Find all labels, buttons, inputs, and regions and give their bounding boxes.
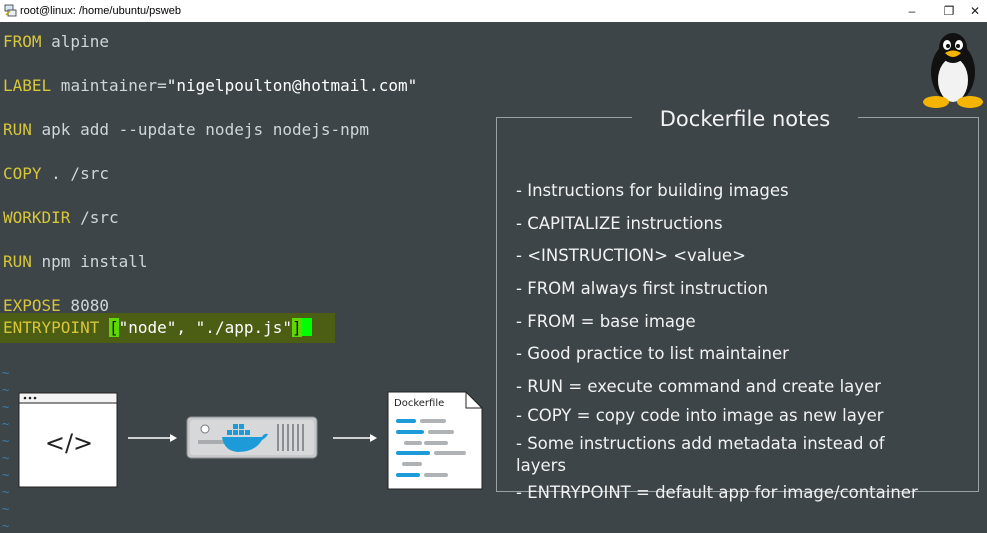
entrypoint-line: ENTRYPOINT ["node", "./app.js"] (3, 318, 312, 338)
dockerfile-line: FROM alpine (3, 32, 109, 52)
dockerfile-document-icon: Dockerfile (387, 391, 483, 490)
note-item: - Instructions for building images (516, 181, 789, 200)
instruction-args: 8080 (60, 296, 109, 315)
vim-tilde: ~ (2, 366, 10, 380)
code-symbol: </> (45, 429, 93, 457)
instruction-args: /src (70, 208, 119, 227)
putty-icon (4, 4, 17, 17)
entrypoint-value: "node", "./app.js" (118, 318, 292, 337)
instruction-keyword: RUN (3, 120, 32, 139)
dockerfile-line: EXPOSE 8080 (3, 296, 109, 316)
vim-tilde: ~ (2, 468, 10, 482)
entrypoint-keyword: ENTRYPOINT (3, 318, 100, 337)
window-title: root@linux: /home/ubuntu/psweb (20, 5, 181, 17)
tux-penguin-icon (923, 33, 983, 108)
instruction-keyword: EXPOSE (3, 296, 61, 315)
docker-whale-icon (222, 424, 268, 452)
docker-server-icon (186, 416, 318, 459)
arrow-right-icon (333, 434, 377, 442)
minimize-button[interactable]: – (908, 4, 916, 18)
instruction-args: apk add --update nodejs nodejs-npm (31, 120, 370, 139)
note-item: - <INSTRUCTION> <value> (516, 246, 746, 265)
instruction-args: npm install (31, 252, 148, 271)
dockerfile-line: COPY . /src (3, 164, 109, 184)
dockerfile-line: WORKDIR /src (3, 208, 119, 228)
close-button[interactable]: ✕ (969, 4, 981, 18)
entrypoint-highlight (0, 313, 335, 343)
note-item: layers (516, 456, 566, 475)
notes-title: Dockerfile notes (632, 104, 858, 134)
instruction-keyword: RUN (3, 252, 32, 271)
vim-tilde: ~ (2, 417, 10, 431)
entrypoint-close-bracket: ] (292, 318, 302, 337)
vim-tilde: ~ (2, 485, 10, 499)
dockerfile-line: LABEL maintainer="nigelpoulton@hotmail.c… (3, 76, 417, 96)
maximize-button[interactable]: ❐ (943, 4, 955, 18)
dockerfile-label: Dockerfile (394, 398, 444, 409)
instruction-args: alpine (41, 32, 109, 51)
vim-tilde: ~ (2, 383, 10, 397)
dockerfile-line: RUN npm install (3, 252, 148, 272)
instruction-keyword: FROM (3, 32, 42, 51)
code-window-icon: </> (18, 392, 118, 488)
note-item: - COPY = copy code into image as new lay… (516, 406, 884, 425)
arrow-right-icon (128, 434, 177, 442)
vim-tilde: ~ (2, 451, 10, 465)
text-cursor (301, 318, 312, 336)
vim-tilde: ~ (2, 502, 10, 516)
instruction-string: "nigelpoulton@hotmail.com" (166, 76, 418, 95)
entrypoint-open-bracket: [ (108, 318, 119, 337)
vim-tilde: ~ (2, 519, 10, 533)
instruction-args: . /src (41, 164, 109, 183)
vim-tilde: ~ (2, 434, 10, 448)
note-item: - Good practice to list maintainer (516, 344, 789, 363)
note-item: - FROM = base image (516, 312, 696, 331)
note-item: - FROM always first instruction (516, 279, 769, 298)
instruction-keyword: COPY (3, 164, 42, 183)
note-item: - ENTRYPOINT = default app for image/con… (516, 483, 918, 502)
instruction-args: maintainer= (51, 76, 167, 95)
note-item: - CAPITALIZE instructions (516, 214, 723, 233)
dockerfile-line: RUN apk add --update nodejs nodejs-npm (3, 120, 369, 140)
note-item: - RUN = execute command and create layer (516, 377, 881, 396)
instruction-keyword: WORKDIR (3, 208, 71, 227)
vim-tilde: ~ (2, 400, 10, 414)
instruction-keyword: LABEL (3, 76, 52, 95)
note-item: - Some instructions add metadata instead… (516, 434, 885, 453)
